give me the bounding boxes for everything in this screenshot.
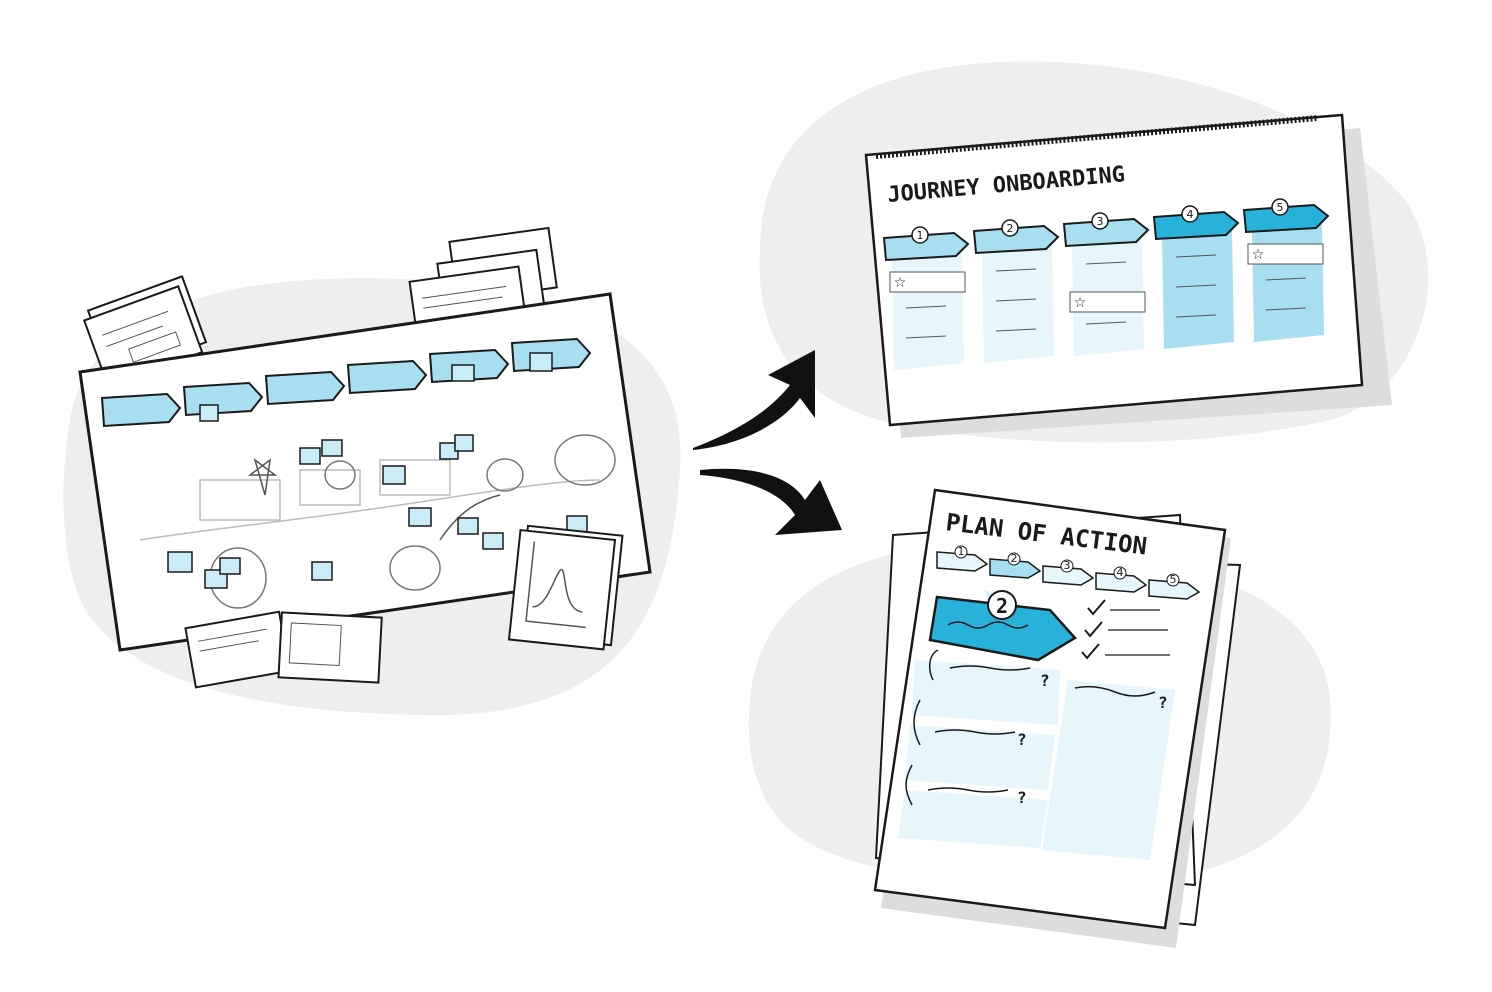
- note-line: [1085, 261, 1127, 265]
- stage-arrow: [264, 370, 346, 406]
- journey-step-arrow: [1152, 210, 1240, 241]
- plan-step-number: 3: [1064, 559, 1071, 572]
- checkmark-icon: [1084, 621, 1103, 638]
- checkmark-icon: [1081, 643, 1100, 660]
- step-number-badge: [1271, 198, 1289, 216]
- journey-column: [982, 245, 1054, 363]
- journey-column: [892, 252, 964, 370]
- question-mark: ?: [1158, 693, 1168, 712]
- plan-step-arrow: [1148, 579, 1201, 600]
- loose-cards-bottom: [184, 524, 624, 689]
- plan-step-number: 2: [1011, 552, 1018, 565]
- note-line: [1265, 277, 1307, 281]
- journey-step-number: 3: [1097, 215, 1104, 228]
- star-icon: ☆: [1074, 295, 1087, 311]
- note-line: [995, 268, 1037, 272]
- note-line: [995, 298, 1037, 302]
- plan-step-arrow: [936, 551, 989, 572]
- question-mark: ?: [1017, 730, 1027, 749]
- stage-arrow: [100, 392, 182, 428]
- highlighted-step-number: 2: [996, 594, 1008, 618]
- spiral-binding: [875, 115, 1319, 159]
- step-number-badge: [1091, 212, 1109, 230]
- arrow-right-up-icon: [693, 350, 815, 450]
- loose-paper-top-left: [82, 275, 208, 388]
- checklist: [905, 599, 1170, 806]
- arrow-right-down-icon: [700, 468, 842, 535]
- question-mark: ?: [1040, 671, 1050, 690]
- journey-step-arrow: [1242, 203, 1330, 234]
- question-mark: ?: [1017, 788, 1027, 807]
- note-line: [905, 335, 947, 339]
- sticky-notes: [167, 352, 588, 589]
- star-icon: ☆: [894, 275, 907, 291]
- journey-step-arrow: [972, 224, 1060, 255]
- step-number-badge: [1001, 219, 1019, 237]
- step-number-badge: [1060, 559, 1074, 573]
- note-line: [1175, 314, 1217, 318]
- note-line: [1175, 284, 1217, 288]
- plan-step-number: 4: [1117, 566, 1124, 579]
- note-line: [905, 305, 947, 309]
- plan-step-arrow: [1095, 572, 1148, 593]
- step-number-badge: [1113, 566, 1127, 580]
- journey-step-arrow: [1062, 217, 1150, 248]
- plan-step-arrow: [989, 558, 1042, 579]
- step-number-badge: [954, 545, 968, 559]
- stage-arrow: [346, 359, 428, 395]
- note-line: [1175, 254, 1217, 258]
- journey-step-arrow: [882, 231, 970, 262]
- step-number-badge: [1007, 552, 1021, 566]
- plan-step-number: 1: [958, 545, 965, 558]
- starred-card: [1247, 243, 1324, 265]
- note-line: [1265, 307, 1307, 311]
- step-number-badge: [911, 226, 929, 244]
- note-line: [995, 328, 1037, 332]
- step-number-badge: [1166, 573, 1180, 587]
- highlighted-step: 2: [928, 590, 1077, 662]
- stage-arrow: [182, 381, 264, 417]
- checkmark-icon: [1087, 599, 1106, 616]
- star-icon: ☆: [1252, 247, 1265, 263]
- journey-step-number: 1: [917, 229, 924, 242]
- journey-column: [1252, 224, 1324, 342]
- messy-workshop-board: [78, 226, 652, 689]
- starred-card: [889, 271, 966, 293]
- plan-step-number: 5: [1170, 573, 1177, 586]
- step-number-badge: [1181, 205, 1199, 223]
- starred-card: [1069, 291, 1146, 313]
- journey-step-number: 2: [1007, 222, 1014, 235]
- journey-column: [1162, 231, 1234, 349]
- journey-step-number: 4: [1187, 208, 1194, 221]
- board-scribbles: [139, 434, 616, 609]
- note-line: [1085, 321, 1127, 325]
- plan-step-arrow: [1042, 565, 1095, 586]
- journey-step-number: 5: [1277, 201, 1284, 214]
